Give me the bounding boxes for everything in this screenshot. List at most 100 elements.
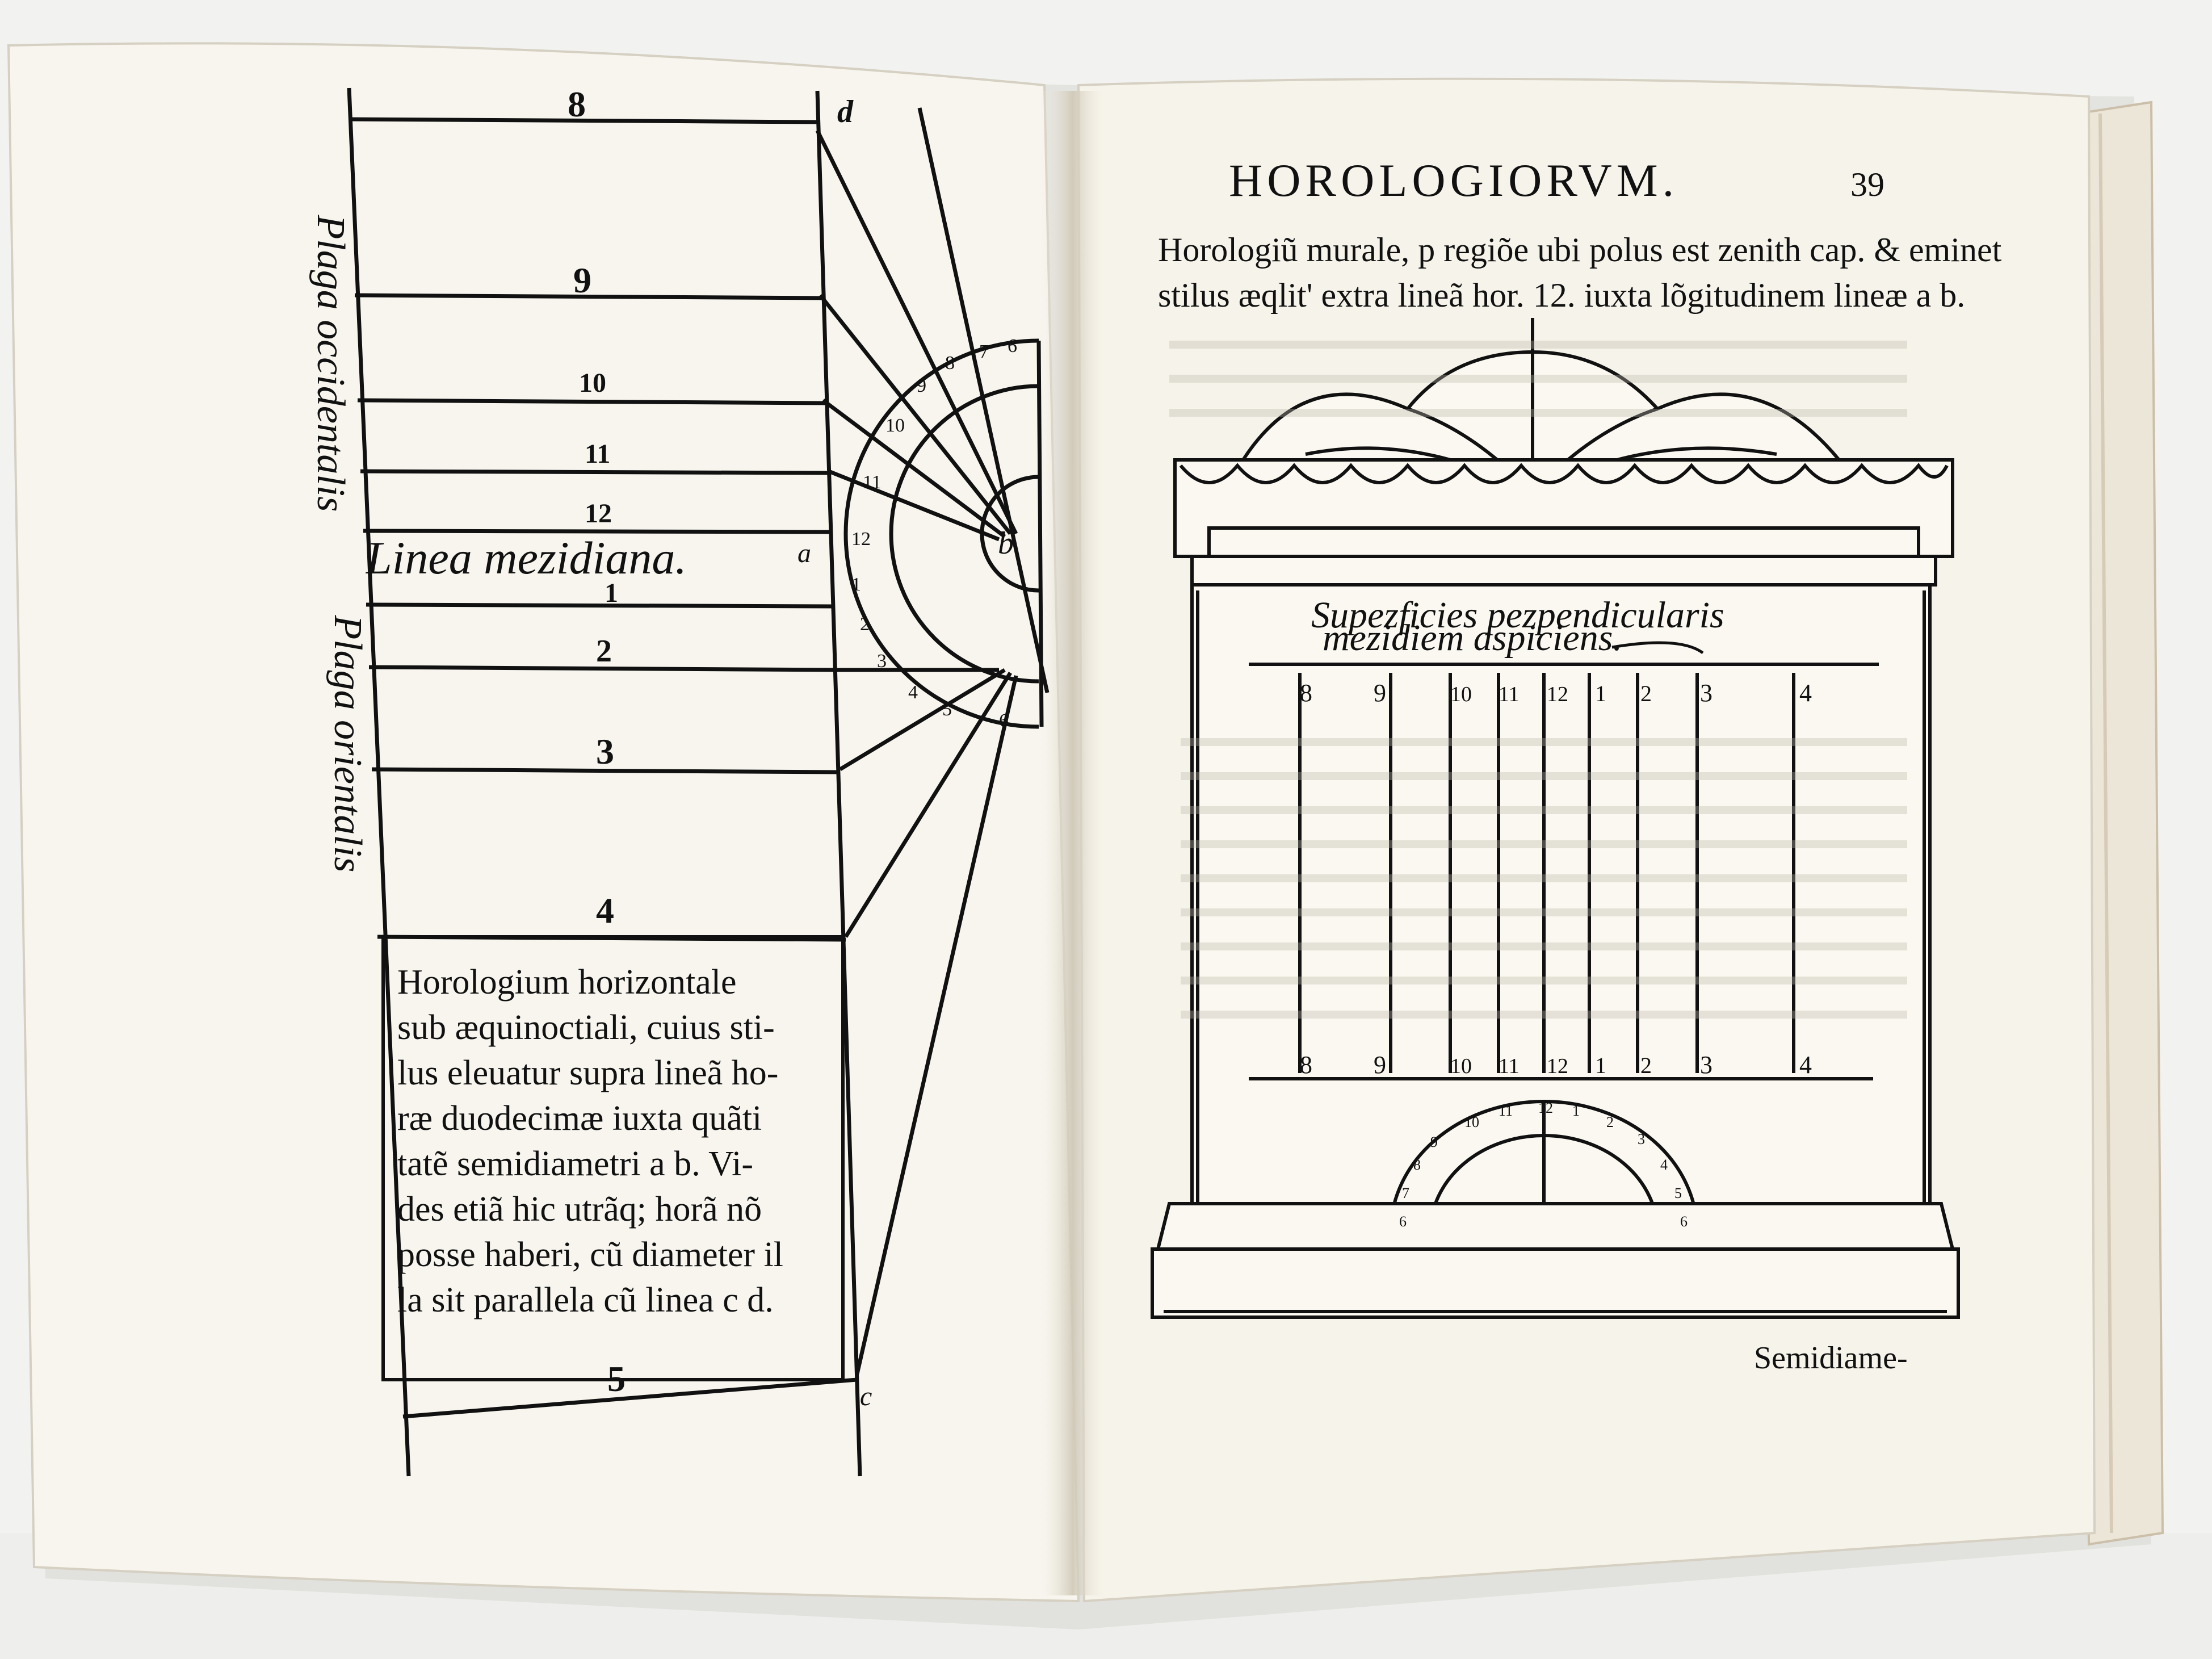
ray-line [828,469,1000,542]
wall-hour-label: 1 [1595,1053,1606,1078]
dial-number: 8 [945,353,955,374]
dial-number: 9 [1430,1134,1438,1150]
dial-semicircle-inner [889,384,1039,684]
label-flourish [1611,641,1704,655]
point-b-label: b [998,526,1014,561]
dial-number: 8 [1413,1157,1421,1173]
wall-hour-label: 4 [1799,679,1812,707]
wall-hour-label: 8 [1300,679,1312,707]
caption-line: ræ duodecimæ iuxta quãti [397,1099,762,1138]
dial-number: 12 [851,529,871,550]
horizontal-dial-diagram [347,87,1050,1477]
hour-label: 5 [607,1359,626,1399]
hour-label: 8 [568,84,586,124]
ray-line [819,294,1012,535]
dial-number: 7 [979,341,989,362]
dial-number: 10 [1464,1114,1479,1130]
tower-illustration [1151,318,1960,1319]
wall-hour-label: 8 [1300,1051,1312,1079]
gutter-shadow [1039,91,1107,1595]
center-semicircle [980,475,1039,593]
dial-number: 4 [908,682,918,703]
caption-line: posse haberi, cũ diameter il [397,1235,783,1274]
dial-number: 4 [1660,1157,1668,1173]
merlon-curve [1179,463,1949,484]
heading-line-2: stilus æqlit' extra lineã hor. 12. iuxta… [1158,276,1965,314]
wall-hour-label: 2 [1640,681,1652,706]
point-a-label: a [798,538,811,568]
surface-label-line1: Supezficies pezpendicularis [1311,594,1724,636]
dial-diameter [1036,340,1044,727]
wall-hour-label: 10 [1450,1054,1472,1078]
dial-number: 2 [1606,1114,1614,1130]
caption-line: tatẽ semidiametri a b. Vi- [397,1145,753,1183]
dial-number: 1 [851,574,861,595]
dial-number: 3 [877,651,887,672]
meridian-label: Linea mezidiana. [366,532,687,584]
hour-line-11 [360,469,829,475]
wall-hour-label: 4 [1799,1051,1812,1079]
wall-hours-bottom: 8 9 10 11 12 1 2 3 4 [1300,1051,1812,1079]
running-head: HOROLOGIORVM. [1229,154,1678,206]
caption-line: la sit parallela cũ linea c d. [397,1281,774,1319]
wall-hour-label: 3 [1700,679,1712,707]
dial-number: 6 [999,710,1009,731]
caption-line: Horologium horizontale [397,963,736,1002]
dial-number: 9 [917,375,926,396]
caption-line: lus eleuatur supra lineã ho- [397,1054,778,1092]
frame-left-line [347,87,411,1477]
wall-dial-numbers: 6 7 8 9 10 11 12 1 2 3 4 5 6 [1399,1100,1688,1230]
side-label-orientalis: Plaga orientalis [326,614,370,872]
dial-number: 2 [860,614,870,635]
catchword: Semidiame- [1754,1340,1908,1376]
wall-hour-label: 2 [1640,1053,1652,1078]
hour-label: 9 [573,260,591,300]
dial-number: 1 [1572,1103,1580,1119]
cover-fold-line [2098,113,2113,1534]
show-through-text [1169,341,1907,1019]
semicircle-numbers: 6 7 8 9 10 11 12 1 2 3 4 5 6 [851,336,1017,731]
left-page [7,42,1080,1603]
wall-hour-label: 9 [1374,1051,1386,1079]
left-hour-labels: 8 9 10 11 12 1 2 3 4 5 [568,84,626,1399]
wall-hour-label: 1 [1595,681,1606,706]
point-c-label: c [860,1381,872,1411]
page-number: 39 [1850,166,1884,203]
hour-line-10 [357,398,826,405]
dial-number: 12 [1538,1100,1553,1116]
hour-line-8 [349,117,821,124]
long-diagonal-line [917,107,1050,693]
wall-hour-label: 11 [1499,682,1520,706]
battlement [1173,458,1954,558]
hour-line-3 [371,767,841,774]
ray-line [839,668,1006,771]
dial-number: 6 [1399,1213,1407,1230]
dial-number: 5 [1674,1185,1682,1201]
dial-semicircle-outer [843,338,1039,729]
frame-right-line [815,90,862,1477]
hour-label: 12 [585,498,612,529]
wall-hour-label: 12 [1547,682,1568,706]
ray-line [821,399,1006,538]
wall-hour-label: 10 [1450,682,1472,706]
dial-number: 11 [863,472,882,493]
meridian-line [366,602,835,609]
cornice [1190,555,1937,586]
wall-hour-label: 12 [1547,1054,1568,1078]
left-caption: Horologium horizontale sub æquinoctiali,… [397,963,783,1319]
point-d-label: d [837,94,854,129]
tower-body [1190,583,1932,1205]
hour-line-12 [363,529,832,534]
hour-label: 10 [579,368,606,398]
hour-line-5 [402,1377,858,1419]
merlons [1179,463,1949,484]
side-label-occidentalis: Plaga occidentalis [309,215,352,512]
dial-number: 3 [1638,1131,1645,1147]
caption-box [381,935,845,1381]
tower-plinth [1156,1202,1955,1251]
hour-label: 4 [596,890,614,931]
surface-label-line2: mezidiem aspiciens. [1323,617,1622,659]
wall-hours-top: 8 9 10 11 12 1 2 3 4 [1300,679,1812,707]
hour-label: 2 [596,634,612,669]
